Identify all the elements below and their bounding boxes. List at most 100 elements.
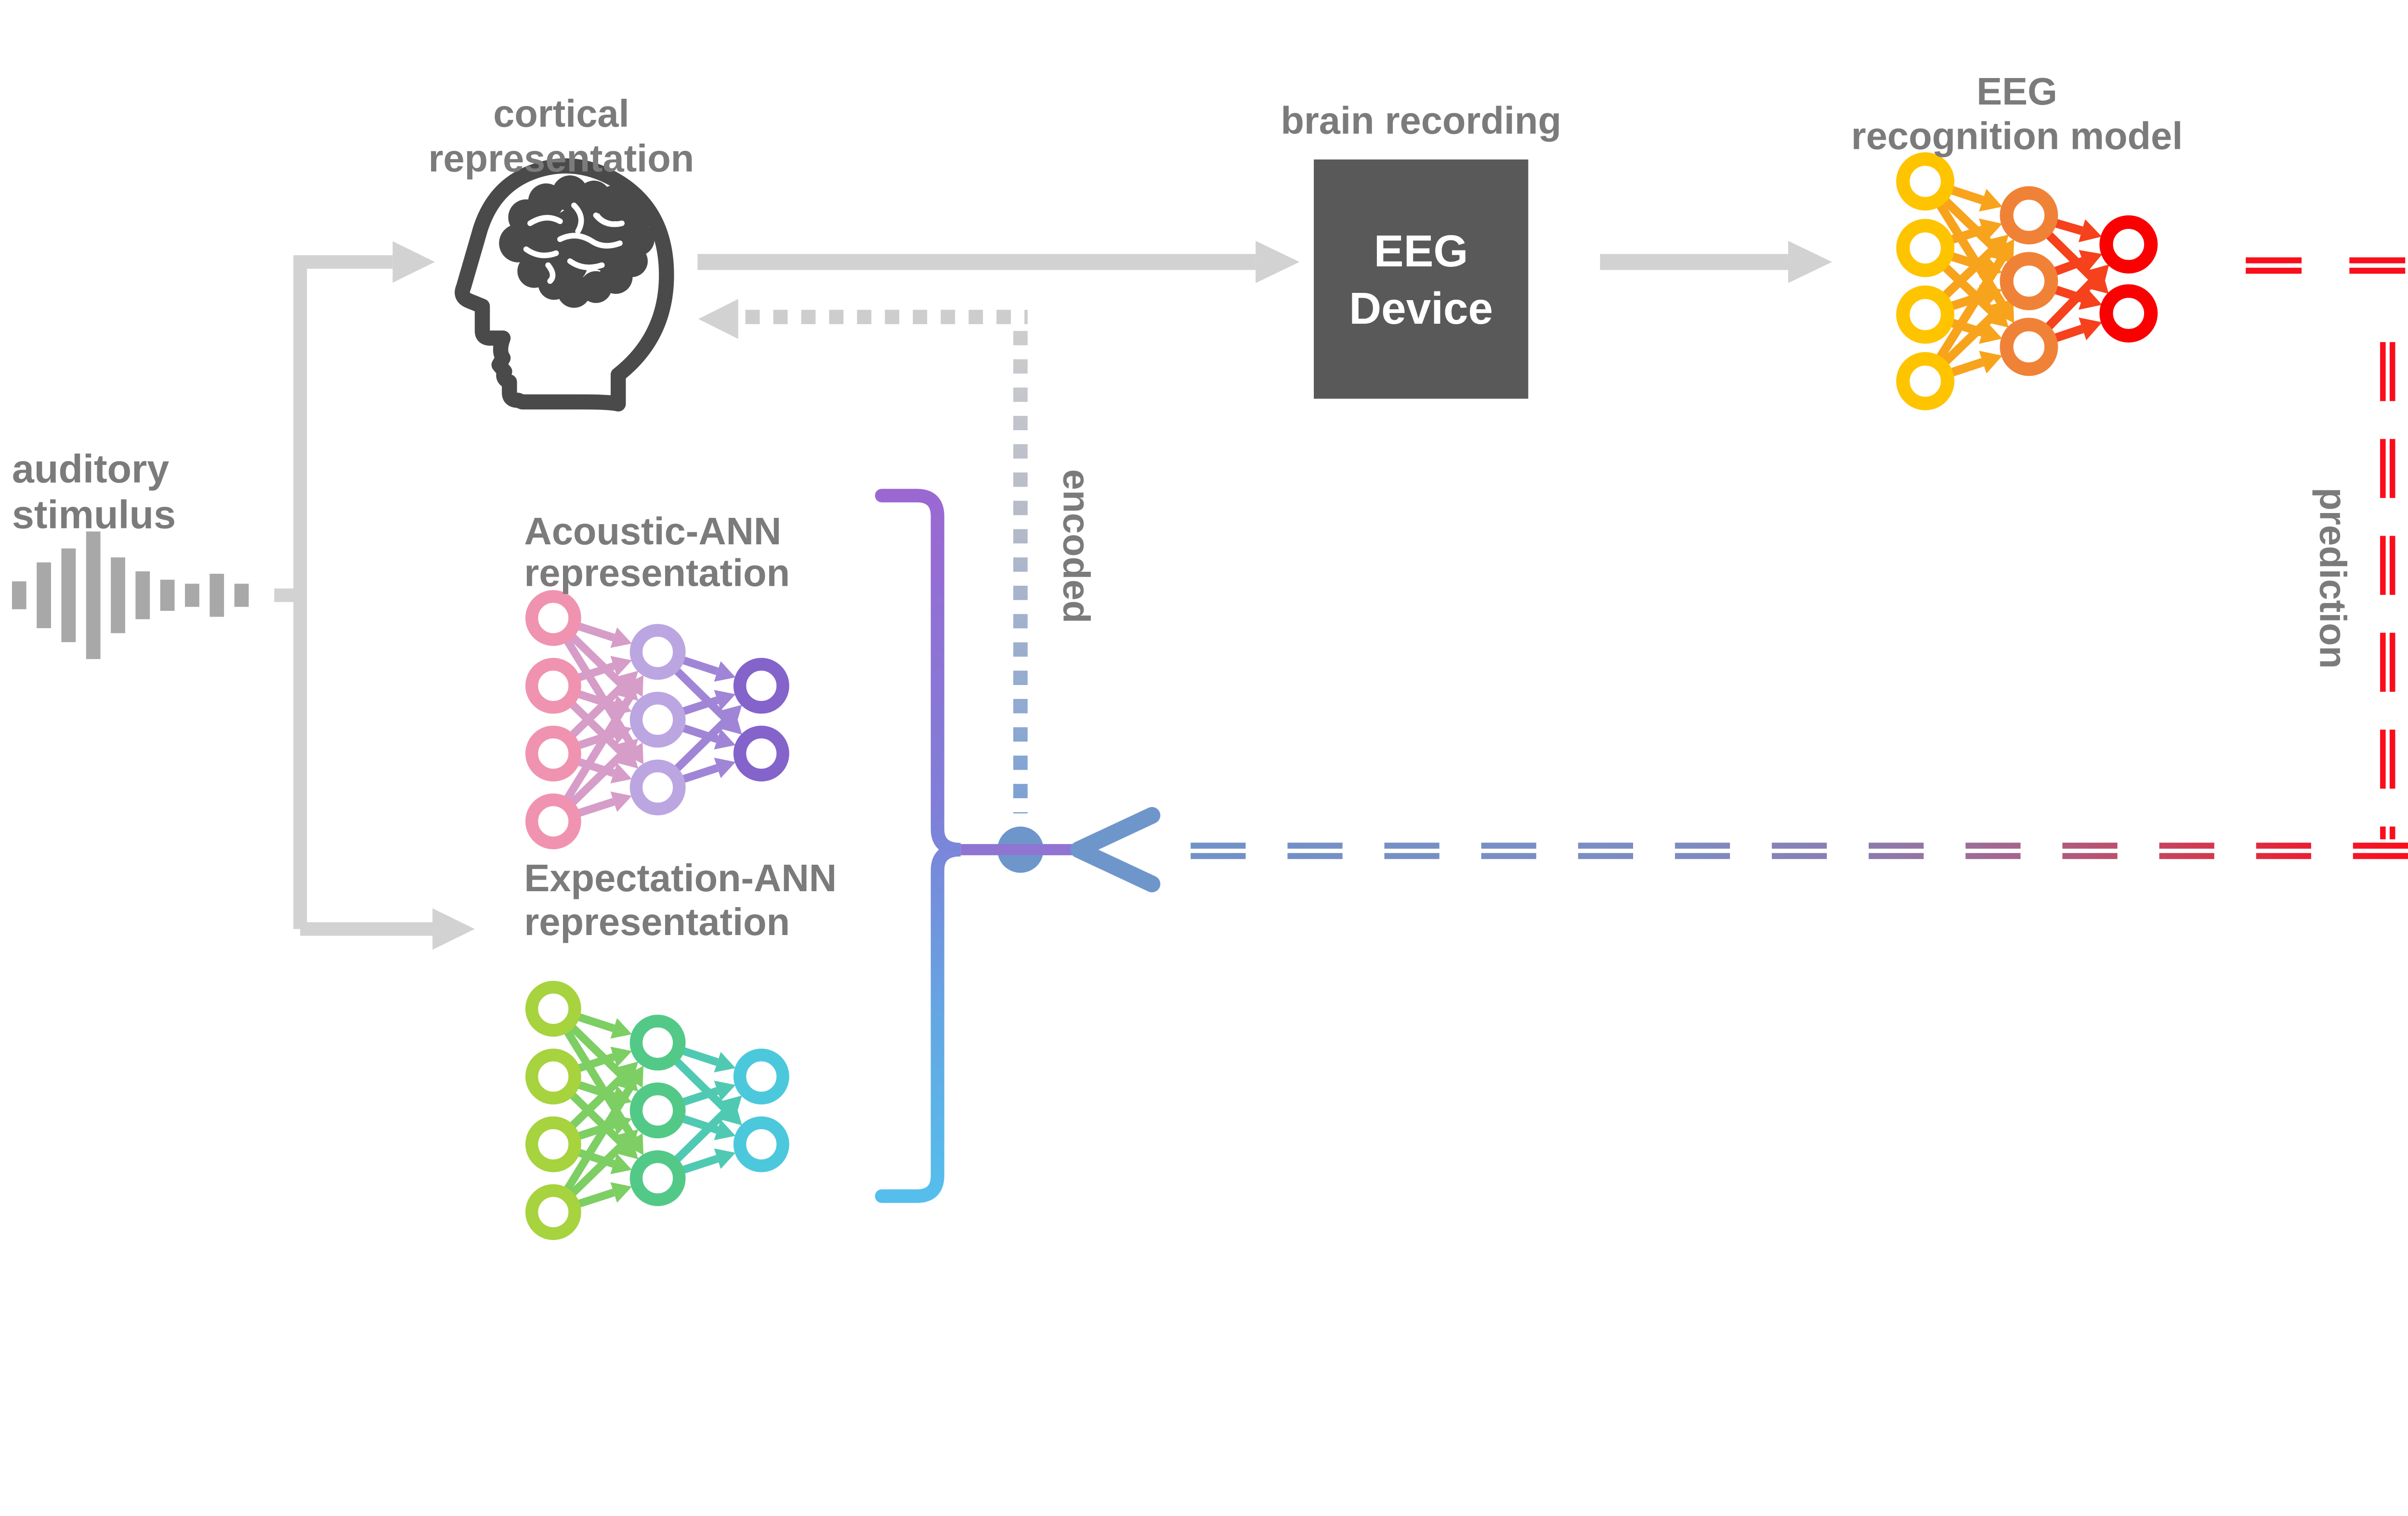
nn-edge [1940, 312, 1997, 368]
brain-sulci [523, 202, 625, 284]
nn-edge-arrowhead-icon [617, 738, 639, 760]
nn-edge-arrowhead-icon [610, 1182, 632, 1203]
nn-edge-arrowhead-icon [610, 763, 632, 784]
nn-node [1896, 285, 1955, 344]
eeg-device-box [1314, 159, 1529, 399]
nn-node [629, 1082, 686, 1139]
nn-edge-arrowhead-icon [720, 1095, 742, 1117]
nn-edge-arrowhead-icon [610, 1114, 632, 1135]
eeg-device-label-line2: Device [1349, 283, 1493, 333]
nn-edge [679, 1046, 719, 1066]
label-brain-recording: brain recording [1281, 99, 1561, 142]
waveform-bar [234, 583, 249, 607]
brain-to-eeg-flow [697, 240, 1300, 283]
nn-edge-arrowhead-icon [610, 1046, 632, 1068]
nn-edge-arrowhead-icon [2079, 317, 2102, 341]
nn-node [1896, 352, 1955, 410]
nn-edge [562, 689, 637, 804]
nn-edge [1940, 195, 1997, 251]
waveform-bar [185, 583, 199, 607]
nn-node [525, 1116, 581, 1173]
nn-edge [2051, 218, 2083, 235]
nn-edge [575, 621, 615, 642]
nn-edge [679, 655, 719, 675]
nn-edge [575, 662, 615, 683]
nn-edge-arrowhead-icon [2086, 264, 2109, 288]
nn-edge-arrowhead-icon [1979, 218, 2002, 241]
nn-node [1896, 152, 1955, 211]
nn-edge [1940, 246, 1997, 301]
nn-node [525, 590, 581, 646]
waveform-bar [135, 571, 150, 620]
nn-edge [575, 1053, 615, 1073]
nn-edge [679, 696, 719, 716]
nn-edge [562, 1080, 637, 1194]
nn-edge [679, 764, 719, 784]
nn-edge [2051, 325, 2084, 343]
ann-brace [875, 488, 961, 1203]
waveform-bar [86, 531, 101, 659]
label-acoustic-ann-line2: representation [524, 552, 790, 594]
feedback-arrowhead-icon [698, 299, 738, 339]
nn-node [629, 1015, 686, 1071]
arrowhead-to-brain-icon [393, 241, 435, 283]
nn-edge-arrowhead-icon [714, 1052, 736, 1073]
nn-edge [575, 1188, 615, 1209]
brain-to-eeg-arrowhead-icon [1256, 240, 1300, 283]
nn-edge [2043, 229, 2097, 283]
nn-edge-arrowhead-icon [2079, 250, 2103, 273]
nn-node [733, 658, 789, 714]
nn-edge-arrowhead-icon [1979, 351, 2002, 374]
nn-node [629, 692, 686, 748]
nn-edge [1947, 185, 1984, 205]
label-expectation-ann-line2: representation [524, 900, 790, 943]
nn-edge [567, 1090, 628, 1149]
label-expectation-ann-line1: Expectation-ANN [524, 857, 837, 899]
nn-node [525, 793, 581, 849]
nn-node [2000, 317, 2058, 376]
nn-edge-arrowhead-icon [714, 1148, 736, 1169]
nn-node [2000, 186, 2058, 245]
nn-edge [575, 798, 615, 818]
nn-edge-arrowhead-icon [617, 1129, 639, 1151]
nn-edge [567, 1140, 628, 1199]
nn-node [525, 1048, 581, 1105]
nn-edge-arrowhead-icon [610, 791, 632, 812]
waveform-bar [61, 548, 76, 642]
nn-node [1896, 219, 1955, 277]
nn-edge-arrowhead-icon [624, 1066, 644, 1088]
prediction-dash-path [1178, 257, 2408, 859]
nn-edge-arrowhead-icon [714, 757, 736, 778]
nn-edge [1947, 358, 1984, 378]
diagram-canvas: EEG Device auditor [12, 70, 2408, 1240]
nn-edge-arrowhead-icon [714, 661, 736, 682]
nn-edge-arrowhead-icon [610, 627, 632, 648]
nn-edge [567, 699, 628, 758]
encoded-feedback-path [698, 299, 1028, 814]
nn-node [525, 1184, 581, 1240]
label-auditory-stimulus-line2: stimulus [12, 492, 176, 537]
eeg-device-label-line1: EEG [1374, 226, 1468, 276]
waveform-bar [12, 581, 26, 609]
nn-node [629, 624, 686, 680]
nn-edge [567, 632, 628, 690]
label-eeg-recognition-model-line1: EEG [1976, 70, 2057, 113]
nn-edge-arrowhead-icon [714, 729, 736, 750]
nn-node [733, 725, 789, 782]
nn-node [629, 759, 686, 816]
nn-node [2000, 252, 2058, 310]
nn-node [2099, 215, 2158, 274]
waveform-bar [37, 562, 51, 628]
auditory-flow [274, 241, 475, 950]
eeg-to-model-arrowhead-icon [1788, 240, 1832, 283]
nn-edge [575, 1012, 615, 1032]
nn-edge [1940, 262, 1997, 316]
merge-arrowhead-icon [1070, 807, 1161, 893]
arrowhead-to-ann-icon [432, 908, 475, 950]
label-acoustic-ann-line1: Acoustic-ANN [524, 510, 781, 553]
waveform-bar [209, 574, 224, 617]
nn-edge-arrowhead-icon [714, 1081, 736, 1101]
nn-edge-arrowhead-icon [624, 675, 644, 697]
nn-edge [567, 749, 628, 808]
